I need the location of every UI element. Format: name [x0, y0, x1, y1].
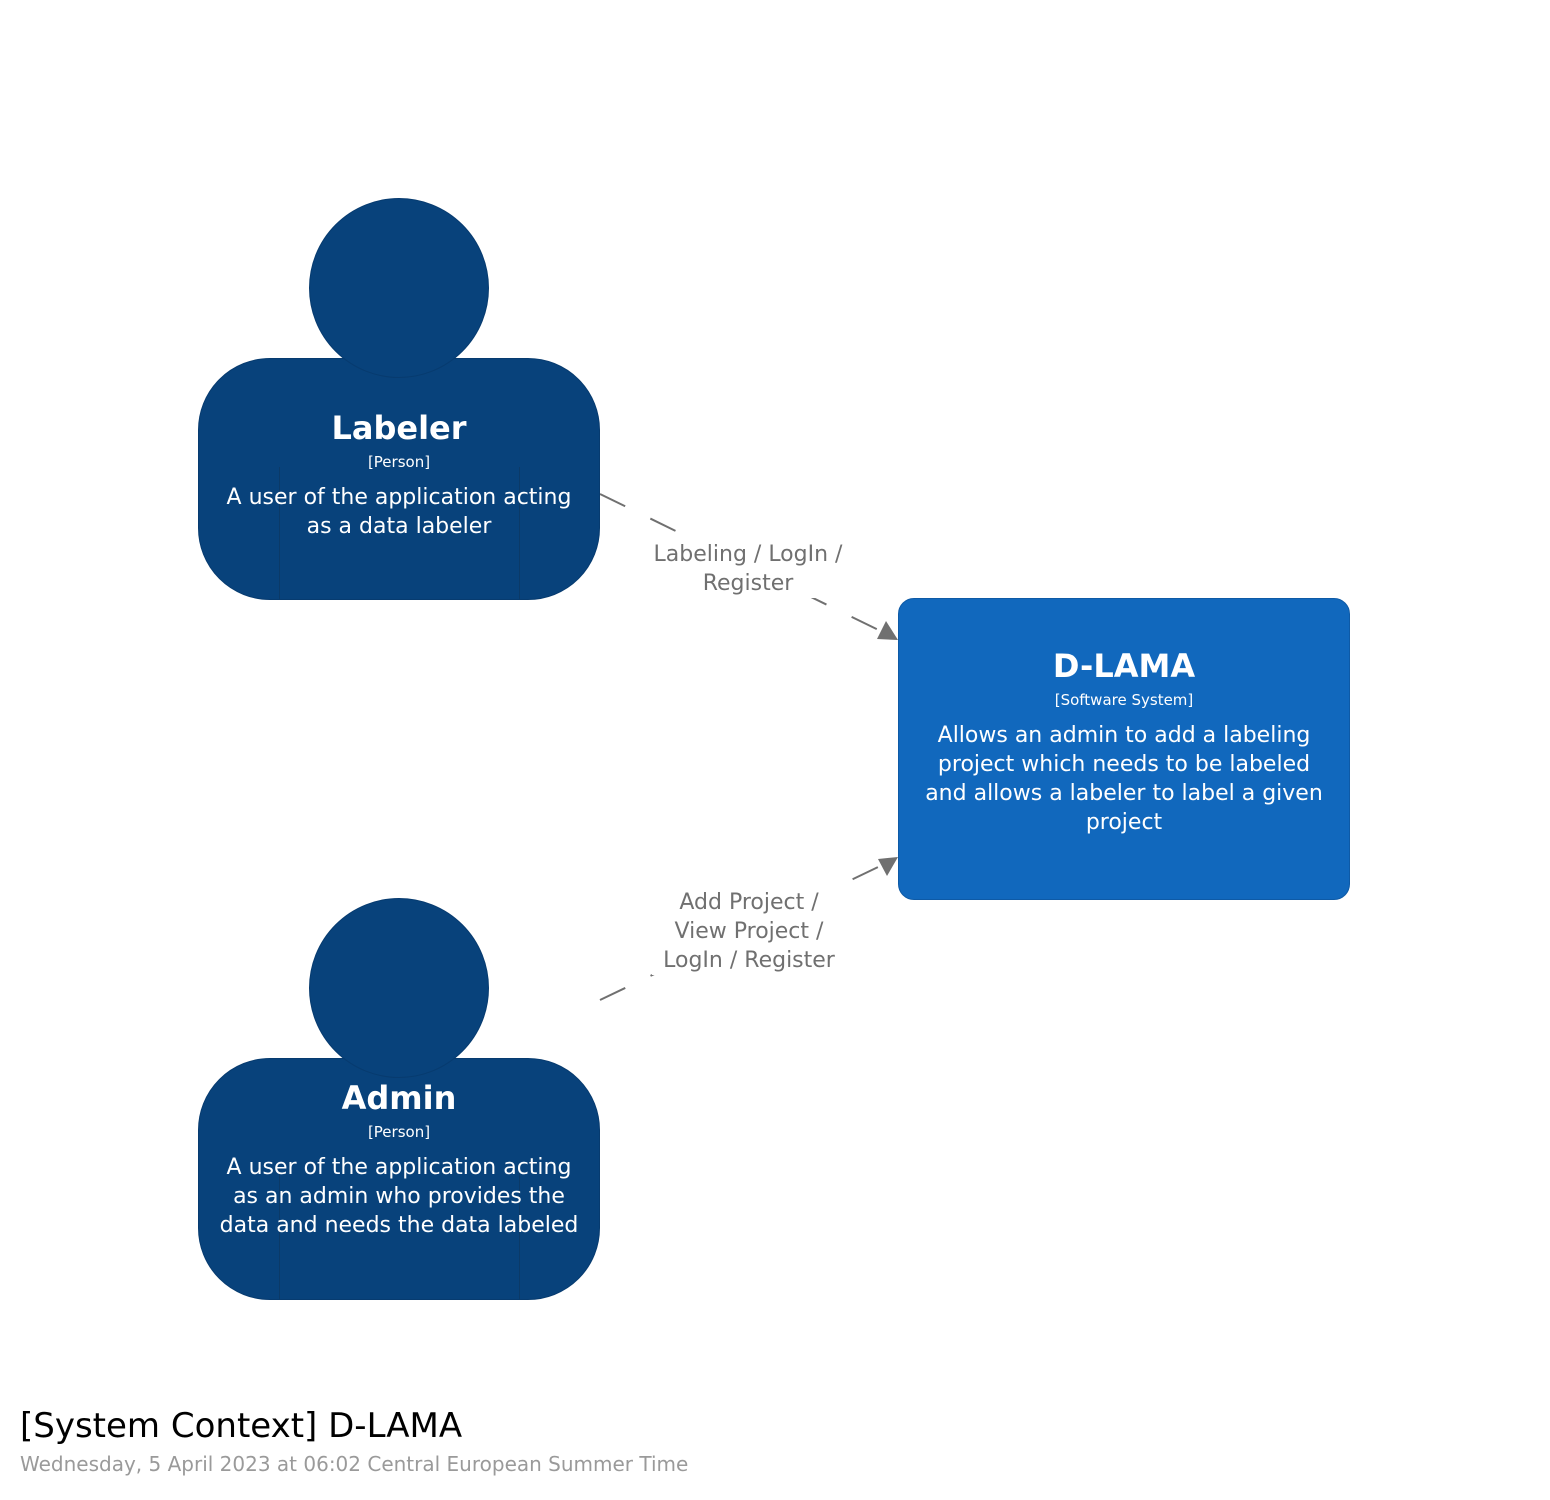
- node-description: Allows an admin to add a labeling projec…: [925, 723, 1323, 835]
- node-name: Admin: [341, 1079, 457, 1117]
- node-name: D-LAMA: [1052, 647, 1196, 685]
- diagram-title: [System Context] D-LAMA: [20, 1406, 463, 1446]
- arrowhead-labeler-dlama: [877, 621, 898, 640]
- relationship-label-labeler-dlama: Labeling / LogIn / Register: [642, 540, 854, 598]
- node-description: A user of the application acting as a da…: [226, 485, 572, 539]
- node-description: A user of the application acting as an a…: [219, 1155, 579, 1238]
- person-arm-left: [279, 467, 280, 599]
- person-arm-right: [519, 467, 520, 599]
- relationship-label-admin-dlama: Add Project / View Project / LogIn / Reg…: [652, 888, 846, 975]
- arrowhead-admin-dlama: [878, 857, 898, 876]
- relationship-label-line: Add Project /: [679, 890, 819, 915]
- person-arm-right: [519, 1167, 520, 1299]
- relationship-label-line: Register: [702, 571, 794, 596]
- diagram-subtitle: Wednesday, 5 April 2023 at 06:02 Central…: [20, 1452, 689, 1476]
- node-type: [Person]: [367, 1123, 431, 1141]
- node-type: [Person]: [367, 453, 431, 471]
- person-body: Admin [Person] A user of the application…: [198, 1058, 600, 1300]
- relationship-label-line: View Project /: [674, 919, 824, 944]
- person-head: [309, 898, 489, 1078]
- person-body: Labeler [Person] A user of the applicati…: [198, 358, 600, 600]
- relationship-label-line: Labeling / LogIn /: [653, 542, 843, 567]
- person-arm-left: [279, 1167, 280, 1299]
- person-head: [309, 198, 489, 378]
- node-type: [Software System]: [1054, 691, 1194, 709]
- node-name: Labeler: [331, 409, 467, 447]
- relationship-label-line: LogIn / Register: [663, 948, 835, 973]
- software-system-dlama[interactable]: D-LAMA [Software System] Allows an admin…: [898, 598, 1350, 900]
